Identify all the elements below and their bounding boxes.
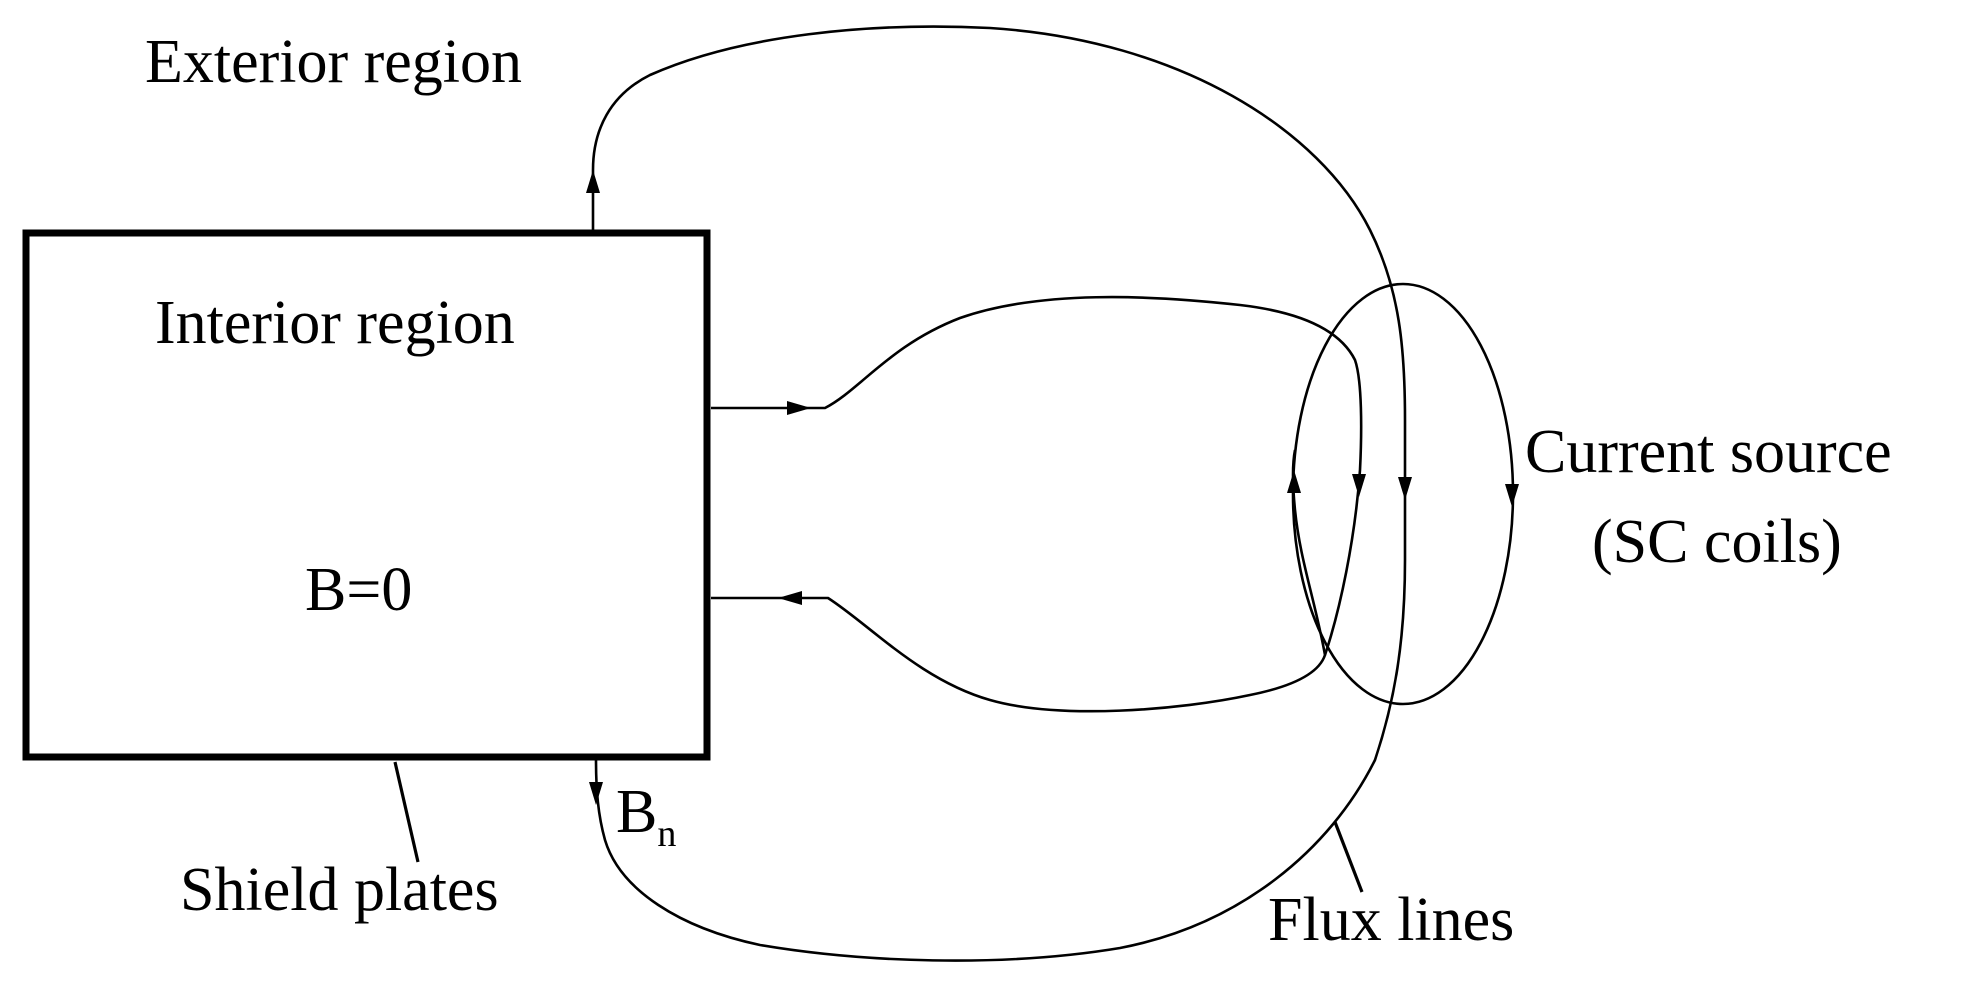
b-n-label: Bn — [616, 778, 676, 855]
shield-plates-label: Shield plates — [180, 856, 499, 924]
arrowhead-inner-down — [1352, 474, 1366, 497]
flux-line-lower — [711, 449, 1327, 713]
interior-region-label: Interior region — [155, 289, 515, 357]
sc-coils-label: (SC coils) — [1592, 508, 1842, 576]
flux-line-upper — [711, 295, 1363, 656]
arrowhead-bn-down — [589, 782, 603, 805]
exterior-region-label: Exterior region — [145, 28, 522, 96]
b-n-main: B — [616, 778, 657, 846]
shield-plates-leader — [393, 761, 420, 863]
arrowhead-coil-right-down — [1505, 484, 1519, 507]
flux-line-outer — [591, 25, 1407, 962]
arrowhead-upper-right — [787, 401, 811, 415]
b-n-subscript: n — [657, 813, 676, 855]
arrowhead-lower-left — [778, 591, 802, 605]
current-source-label: Current source — [1525, 418, 1892, 486]
flux-lines-label: Flux lines — [1268, 886, 1514, 954]
arrowhead-outer-down — [1398, 477, 1412, 500]
arrowhead-coil-left-up — [1287, 470, 1301, 493]
b-zero-label: B=0 — [305, 556, 412, 624]
flux-lines-leader — [1333, 821, 1364, 893]
shield-box — [22, 229, 711, 761]
arrowhead-exterior-up — [586, 170, 600, 193]
